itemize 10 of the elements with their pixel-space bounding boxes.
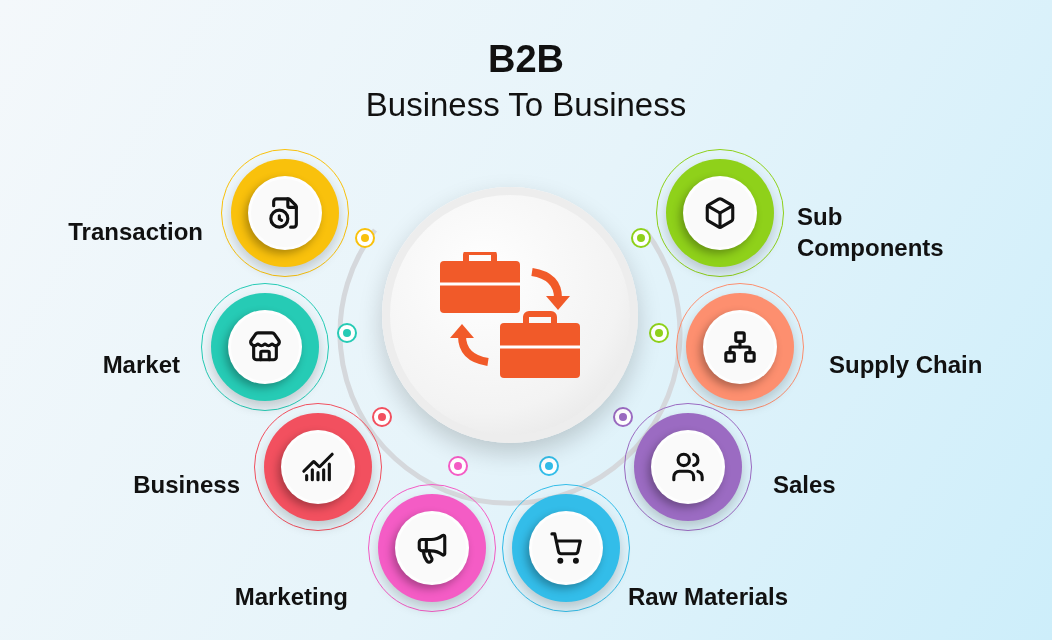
item-label: Sales [773,470,837,500]
item-label: Market [101,350,180,380]
item-label: Supply Chain [829,350,984,380]
item-label: Sub Components [797,202,945,263]
item-label: Business [132,470,240,500]
item-label: Raw Materials [628,582,790,612]
subtitle: Business To Business [364,86,688,124]
item-label: Marketing [233,582,348,612]
title: B2B [487,38,565,81]
item-label: Transaction [67,217,203,247]
